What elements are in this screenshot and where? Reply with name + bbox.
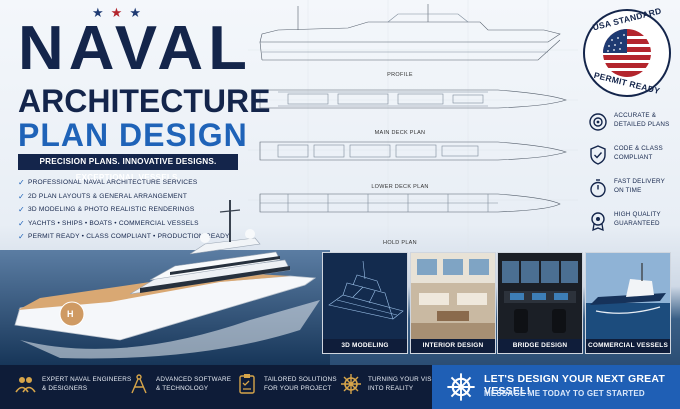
footer-item: TAILORED SOLUTIONS FOR YOUR PROJECT bbox=[236, 373, 337, 395]
card-caption: INTERIOR DESIGN bbox=[411, 339, 495, 353]
star-icon: ★ bbox=[110, 5, 123, 20]
card-bridge-design[interactable]: BRIDGE DESIGN bbox=[497, 252, 583, 354]
benefit-line1: ACCURATE & bbox=[614, 112, 657, 119]
stopwatch-icon bbox=[590, 179, 606, 198]
title-plan-design: PLAN DESIGN bbox=[18, 117, 248, 153]
check-icon: ✓ bbox=[18, 178, 25, 188]
feature-text: PROFESSIONAL NAVAL ARCHITECTURE SERVICES bbox=[28, 179, 198, 187]
ship-wheel-icon bbox=[341, 374, 361, 394]
feature-item: ✓PERMIT READY • CLASS COMPLIANT • PRODUC… bbox=[18, 230, 248, 244]
ship-wheel-icon bbox=[447, 373, 475, 401]
footer-line1: EXPERT NAVAL ENGINEERS bbox=[42, 376, 132, 383]
usa-standard-badge bbox=[583, 9, 671, 97]
feature-item: ✓3D MODELING & PHOTO REALISTIC RENDERING… bbox=[18, 203, 248, 217]
feature-text: 2D PLAN LAYOUTS & GENERAL ARRANGEMENT bbox=[28, 192, 188, 200]
benefit-line2: ON TIME bbox=[614, 186, 642, 194]
quality-medal-icon bbox=[591, 212, 605, 231]
feature-item: ✓2D PLAN LAYOUTS & GENERAL ARRANGEMENT bbox=[18, 190, 248, 204]
check-icon: ✓ bbox=[18, 218, 25, 228]
vessel-image bbox=[586, 253, 670, 339]
check-icon: ✓ bbox=[18, 191, 25, 201]
footer-line1: ADVANCED SOFTWARE bbox=[156, 376, 232, 383]
engineers-icon bbox=[15, 377, 36, 393]
benefit-line1: FAST DELIVERY bbox=[614, 178, 666, 185]
3d-model-image bbox=[323, 253, 407, 339]
star-icon: ★ bbox=[92, 5, 104, 20]
bridge-image bbox=[498, 253, 582, 339]
footer-line2: & TECHNOLOGY bbox=[156, 385, 209, 392]
footer-line1: TAILORED SOLUTIONS bbox=[264, 376, 337, 383]
interior-image bbox=[411, 253, 495, 339]
benefit-line2: GUARANTEED bbox=[614, 219, 660, 227]
check-icon: ✓ bbox=[18, 205, 25, 215]
tagline-banner: PRECISION PLANS. INNOVATIVE DESIGNS. EXC… bbox=[18, 154, 238, 182]
feature-text: YACHTS • SHIPS • BOATS • COMMERCIAL VESS… bbox=[28, 219, 199, 227]
blueprint-label-profile: PROFILE bbox=[387, 72, 413, 78]
card-commercial-vessels[interactable]: COMMERCIAL VESSELS bbox=[585, 252, 671, 354]
blueprint-label-lower-deck: LOWER DECK PLAN bbox=[371, 184, 429, 190]
blueprint-label-main-deck: MAIN DECK PLAN bbox=[374, 130, 426, 136]
blueprint-label-hold: HOLD PLAN bbox=[383, 240, 417, 246]
stars-row: ★ ★ ★ bbox=[92, 6, 152, 19]
card-caption: 3D MODELING bbox=[323, 339, 407, 353]
cta-panel[interactable]: LET'S DESIGN YOUR NEXT GREAT VESSEL! MES… bbox=[432, 365, 680, 409]
card-caption: COMMERCIAL VESSELS bbox=[586, 339, 670, 353]
clipboard-icon bbox=[239, 374, 255, 394]
cta-headline: LET'S DESIGN YOUR NEXT GREAT VESSEL! bbox=[484, 373, 665, 397]
benefit-line1: CODE & CLASS bbox=[614, 145, 663, 152]
feature-item: ✓YACHTS • SHIPS • BOATS • COMMERCIAL VES… bbox=[18, 217, 248, 231]
footer-item: TURNING YOUR VISION INTO REALITY bbox=[340, 373, 443, 395]
svg-text:H: H bbox=[67, 309, 74, 319]
yacht-hero-image: H bbox=[0, 200, 330, 365]
footer-line1: TURNING YOUR VISION bbox=[368, 376, 444, 383]
benefit-line2: DETAILED PLANS bbox=[614, 120, 670, 128]
title-naval: NAVAL bbox=[18, 14, 252, 83]
benefit-item: ACCURATE &DETAILED PLANS bbox=[588, 112, 678, 132]
card-3d-modeling[interactable]: 3D MODELING bbox=[322, 252, 408, 354]
feature-list: ✓PROFESSIONAL NAVAL ARCHITECTURE SERVICE… bbox=[18, 176, 248, 244]
card-caption: BRIDGE DESIGN bbox=[498, 339, 582, 353]
footer-line2: INTO REALITY bbox=[368, 385, 414, 392]
feature-text: PERMIT READY • CLASS COMPLIANT • PRODUCT… bbox=[28, 233, 230, 241]
feature-text: 3D MODELING & PHOTO REALISTIC RENDERINGS bbox=[28, 206, 195, 214]
footer-item: EXPERT NAVAL ENGINEERS & DESIGNERS bbox=[14, 373, 131, 395]
cta-subline: MESSAGE ME TODAY TO GET STARTED bbox=[484, 389, 645, 398]
target-icon bbox=[589, 113, 607, 131]
footer-line2: FOR YOUR PROJECT bbox=[264, 385, 332, 392]
check-icon: ✓ bbox=[18, 232, 25, 242]
star-icon: ★ bbox=[129, 5, 141, 20]
title-architecture: ARCHITECTURE bbox=[18, 83, 271, 119]
shield-check-icon bbox=[590, 145, 606, 165]
benefit-line2: COMPLIANT bbox=[614, 153, 653, 161]
compass-icon bbox=[131, 374, 147, 394]
blueprint-drawings bbox=[248, 0, 578, 250]
benefit-line1: HIGH QUALITY bbox=[614, 211, 661, 218]
feature-item: ✓PROFESSIONAL NAVAL ARCHITECTURE SERVICE… bbox=[18, 176, 248, 190]
card-interior-design[interactable]: INTERIOR DESIGN bbox=[410, 252, 496, 354]
footer-item: ADVANCED SOFTWARE & TECHNOLOGY bbox=[128, 373, 231, 395]
footer-line2: & DESIGNERS bbox=[42, 385, 88, 392]
